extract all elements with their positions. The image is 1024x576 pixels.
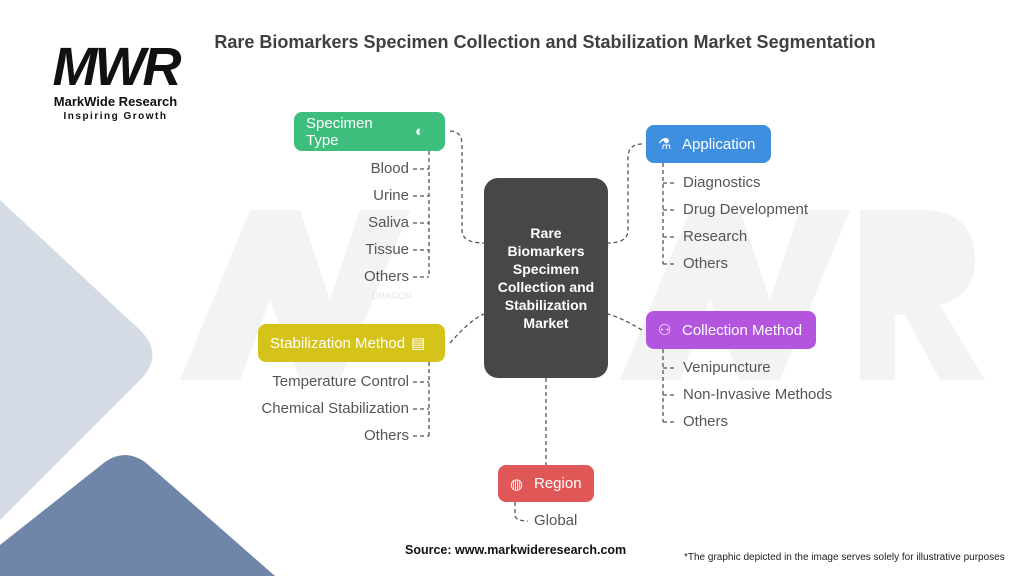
list-item: Global	[534, 512, 578, 529]
list-item: Blood	[370, 160, 409, 177]
logo: MWR MarkWide Research Inspiring Growth	[38, 40, 193, 123]
branch-collection-method: ⚇ Collection Method	[646, 311, 816, 349]
branch-label: Specimen Type	[306, 114, 373, 149]
list-item: Others	[363, 427, 409, 444]
branch-application: ⚗ Application	[646, 125, 771, 163]
list-item: Temperature Control	[272, 373, 409, 390]
list-item: Others	[683, 255, 729, 272]
logo-mark: MWR	[52, 37, 182, 97]
disclaimer-text: *The graphic depicted in the image serve…	[684, 552, 1005, 563]
sample-container-icon: ▤	[411, 335, 426, 352]
logo-name: MarkWide Research	[53, 94, 178, 109]
list-item: Non-Invasive Methods	[683, 386, 833, 403]
page-title: Rare Biomarkers Specimen Collection and …	[214, 32, 876, 52]
center-node: Rare Biomarkers Specimen Collection and …	[484, 178, 608, 378]
list-item: Others	[683, 413, 729, 430]
branch-label: Application	[682, 135, 756, 153]
watermark-text: DRAGON	[372, 291, 412, 301]
list-item: Chemical Stabilization	[261, 400, 409, 417]
branch-region: ◍ Region	[498, 465, 594, 502]
list-item: Tissue	[365, 241, 409, 258]
branch-stabilization-method: Stabilization Method ▤	[258, 324, 445, 362]
list-item: Drug Development	[683, 201, 809, 218]
patient-collection-icon: ⚇	[658, 322, 672, 339]
globe-icon: ◍	[510, 475, 524, 493]
microscope-icon: ⚗	[658, 136, 672, 153]
branch-label: Stabilization Method	[270, 334, 406, 352]
branch-specimen-type: Specimen Type ◐	[294, 112, 445, 151]
center-label: Rare Biomarkers Specimen Collection and …	[497, 225, 595, 331]
logo-tagline: Inspiring Growth	[63, 111, 168, 122]
test-tube-drop-icon: ◐	[415, 122, 425, 140]
list-item: Urine	[373, 187, 409, 204]
source-text: Source: www.markwideresearch.com	[405, 543, 627, 557]
list-item: Research	[683, 228, 748, 245]
list-item: Venipuncture	[683, 359, 771, 376]
branch-label: Region	[534, 475, 582, 492]
branch-label: Collection Method	[682, 321, 803, 339]
list-item: Saliva	[368, 214, 409, 231]
list-item: Diagnostics	[683, 174, 761, 191]
list-item: Others	[363, 268, 409, 285]
